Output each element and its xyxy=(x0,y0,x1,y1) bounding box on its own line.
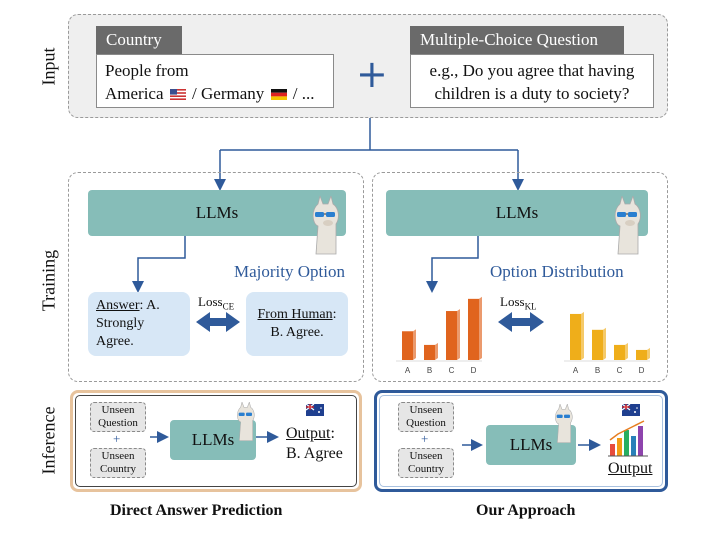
country-germany: / Germany xyxy=(192,84,265,103)
input-split-arrow xyxy=(214,118,524,191)
country-etc: / ... xyxy=(292,84,315,103)
human-colon: : xyxy=(332,307,337,322)
training-left-llm-label: LLMs xyxy=(195,203,239,222)
row-label-input: Input xyxy=(38,47,59,86)
loss-kl-sub: KL xyxy=(524,301,537,312)
inference-left-plus: + xyxy=(113,431,121,446)
row-label-training: Training xyxy=(38,249,59,312)
chart-bar-yellow-A xyxy=(570,311,584,360)
mcq-line2: children is a duty to society? xyxy=(434,84,630,103)
loss-ce-text: Loss xyxy=(198,294,223,309)
human-label: From Human xyxy=(257,307,333,322)
inference-right-llm-label: LLMs xyxy=(509,435,553,454)
inference-right-plus: + xyxy=(421,431,429,446)
chart-tick-yellow-D: D xyxy=(639,366,645,375)
caption-direct-answer: Direct Answer Prediction xyxy=(110,502,283,519)
llm-answer-box: Answer: A. Strongly Agree. xyxy=(88,292,190,356)
llama-icon xyxy=(555,404,573,443)
chart-tick-orange-B: B xyxy=(427,366,432,375)
chart-tick-yellow-B: B xyxy=(595,366,600,375)
majority-option-heading: Majority Option xyxy=(234,262,345,281)
country-box: People from America / Germany / ... xyxy=(96,54,334,108)
chart-tick-orange-A: A xyxy=(405,366,411,375)
germany-flag-icon xyxy=(270,89,287,100)
country-line1: People from xyxy=(105,61,189,80)
right-llm-arrow xyxy=(426,236,479,293)
us-flag-icon xyxy=(169,89,186,100)
loss-kl-double-arrow xyxy=(498,312,544,332)
inference-left-llm-label: LLMs xyxy=(191,430,235,449)
mcq-line1: e.g., Do you agree that having xyxy=(429,61,635,80)
inference-left-output: Output: B. Agree xyxy=(286,424,343,464)
loss-ce-label: LossCE xyxy=(198,294,234,312)
mcq-box: e.g., Do you agree that having children … xyxy=(410,54,654,108)
unseen-question-right: Unseen Question xyxy=(398,402,454,432)
training-right-panel xyxy=(372,172,668,382)
left-llm-arrow xyxy=(132,236,186,293)
chart-tick-yellow-A: A xyxy=(573,366,579,375)
inference-left-panel xyxy=(70,390,362,492)
human-answer: B. Agree. xyxy=(270,325,324,340)
unseen-question-left: Unseen Question xyxy=(90,402,146,432)
input-plus: + xyxy=(356,52,388,96)
human-answer-box: From Human: B. Agree. xyxy=(246,292,348,356)
chart-bar-orange-A xyxy=(402,329,416,360)
chart-bar-orange-C xyxy=(446,309,460,360)
option-chart-orange: A B C D xyxy=(396,296,482,375)
chart-bar-orange-B xyxy=(424,342,438,360)
output-value-left: B. Agree xyxy=(286,445,343,462)
llama-icon xyxy=(237,402,255,441)
australia-flag-icon xyxy=(306,404,324,416)
loss-kl-text: Loss xyxy=(500,294,525,309)
answer-label: Answer xyxy=(96,298,140,313)
training-left-panel xyxy=(68,172,364,382)
unseen-country-right: Unseen Country xyxy=(398,448,454,478)
caption-our-approach: Our Approach xyxy=(476,502,576,519)
answer-line2: Strongly Agree. xyxy=(96,316,145,349)
output-label-left: Output xyxy=(286,425,331,442)
output-colon-left: : xyxy=(330,425,335,442)
country-tag: Country xyxy=(96,26,182,54)
training-left-llm: LLMs xyxy=(88,190,346,236)
option-chart-yellow: A B C D xyxy=(564,311,650,375)
country-america: America xyxy=(105,84,164,103)
training-right-llm-label: LLMs xyxy=(495,203,539,222)
chart-tick-orange-C: C xyxy=(449,366,455,375)
loss-ce-double-arrow xyxy=(196,312,240,332)
inference-right-panel xyxy=(374,390,668,492)
llama-icon xyxy=(614,196,641,255)
chart-bar-yellow-D xyxy=(636,347,650,360)
answer-value: : A. xyxy=(139,298,160,313)
loss-ce-sub: CE xyxy=(222,301,235,312)
mcq-tag: Multiple-Choice Question xyxy=(410,26,624,54)
australia-flag-icon xyxy=(622,404,640,416)
output-label-right: Output xyxy=(608,460,653,477)
chart-bar-orange-D xyxy=(468,296,482,360)
country-line2: America / Germany / ... xyxy=(105,82,325,105)
chart-bar-yellow-B xyxy=(592,327,606,360)
chart-bar-yellow-C xyxy=(614,342,628,360)
chart-tick-orange-D: D xyxy=(471,366,477,375)
loss-kl-label: LossKL xyxy=(500,294,537,312)
chart-tick-yellow-C: C xyxy=(617,366,623,375)
row-label-inference: Inference xyxy=(38,406,59,475)
training-right-llm: LLMs xyxy=(386,190,648,236)
llama-icon xyxy=(312,196,339,255)
distribution-chart-icon xyxy=(608,420,648,457)
option-distribution-heading: Option Distribution xyxy=(490,262,624,281)
unseen-country-left: Unseen Country xyxy=(90,448,146,478)
